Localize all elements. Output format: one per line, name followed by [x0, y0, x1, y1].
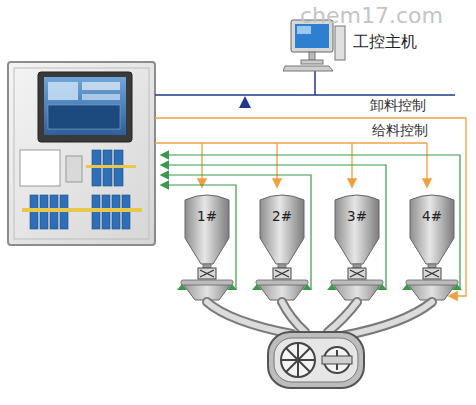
material-hopper: 1#	[181, 190, 233, 282]
hopper-shape	[256, 190, 308, 282]
hopper-shape	[181, 190, 233, 282]
hopper-number: 3#	[331, 208, 383, 224]
signal-label: 给料控制	[372, 123, 428, 138]
signal-label: 卸料控制	[370, 98, 426, 113]
material-hopper: 2#	[256, 190, 308, 282]
hopper-number: 2#	[256, 208, 308, 224]
hopper-number: 1#	[181, 208, 233, 224]
material-hopper: 4#	[406, 190, 458, 282]
material-hopper: 3#	[331, 190, 383, 282]
computer-label: 工控主机	[353, 32, 417, 53]
hopper-shape	[331, 190, 383, 282]
watermark: chem17.com	[300, 4, 443, 28]
hopper-number: 4#	[406, 208, 458, 224]
hopper-shape	[406, 190, 458, 282]
